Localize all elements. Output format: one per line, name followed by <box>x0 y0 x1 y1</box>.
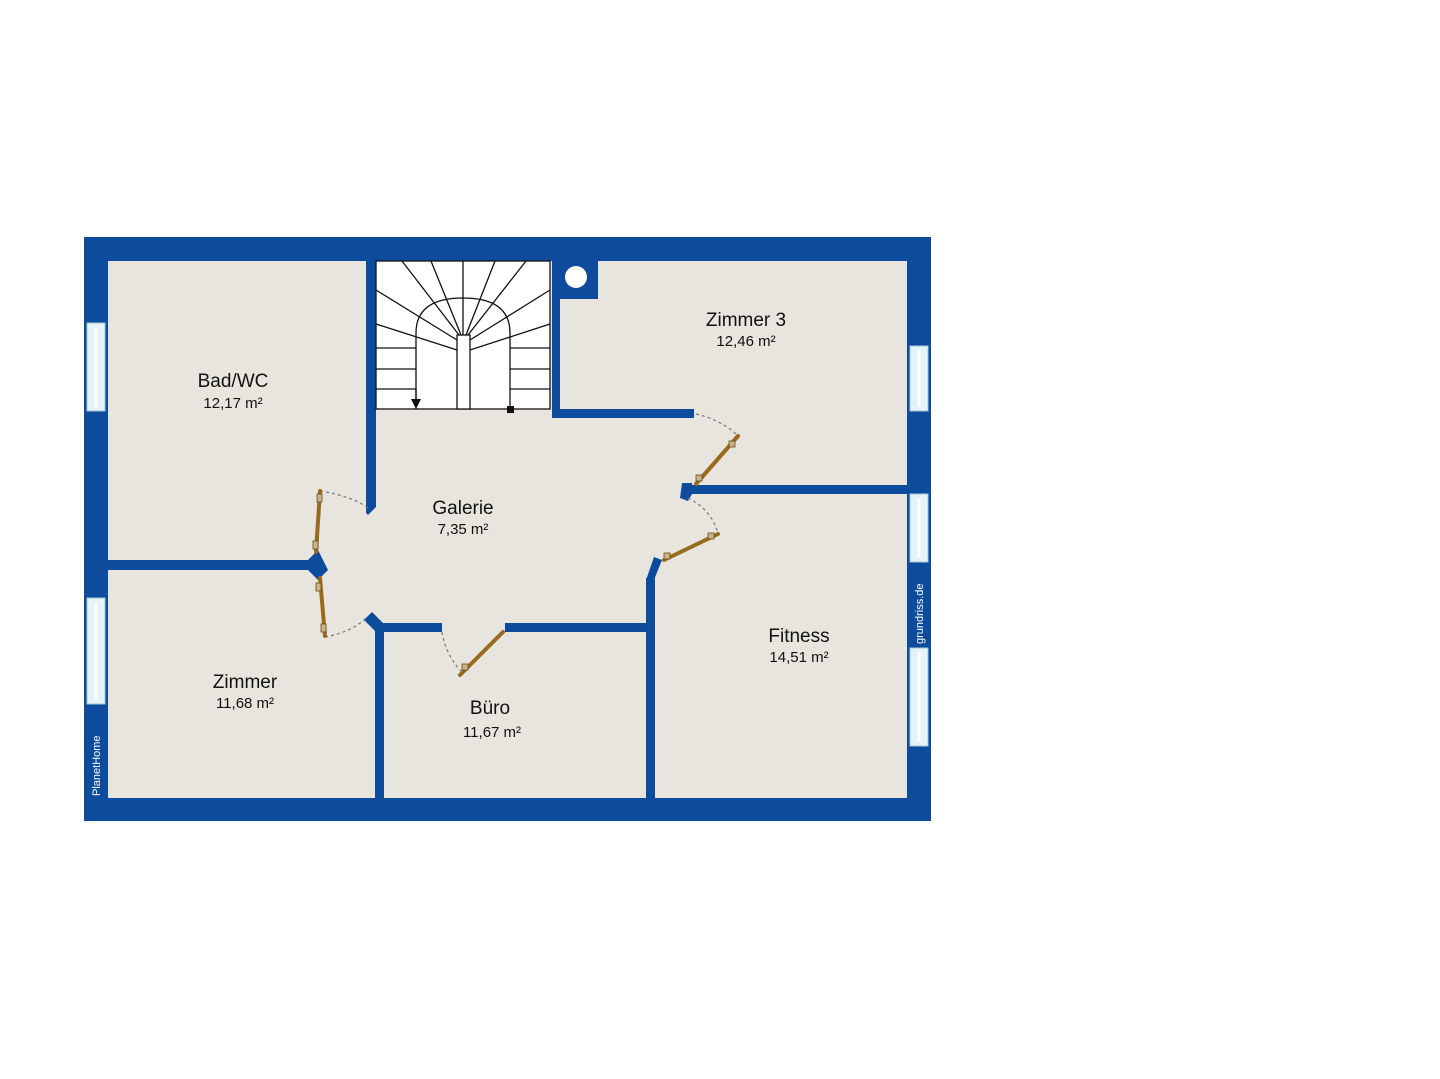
wall-junction-left <box>308 550 328 580</box>
credit-planethome: PlanetHome <box>91 735 103 796</box>
window-glass-lines <box>94 327 921 742</box>
room-area-bad: 12,17 m² <box>203 395 262 412</box>
room-name-galerie: Galerie <box>432 498 493 519</box>
stair-start-marker-icon <box>507 406 514 413</box>
wall-stair-right <box>552 299 560 413</box>
door-hinges <box>312 440 736 671</box>
room-name-zimmer3: Zimmer 3 <box>706 310 786 331</box>
room-area-fitness: 14,51 m² <box>769 649 828 666</box>
interior-walls <box>108 261 907 798</box>
wall-bad-galerie <box>366 261 376 507</box>
room-area-buero: 11,67 m² <box>463 724 521 741</box>
wall-zimmer3-fitness <box>690 485 907 494</box>
wall-galerie-fitness-diag <box>646 557 662 580</box>
wall-zimmer3-bottom <box>552 409 694 418</box>
wall-bad-zimmer <box>108 560 313 570</box>
wall-zimmer-buero <box>375 624 384 798</box>
room-area-zimmer3: 12,46 m² <box>716 333 775 350</box>
room-name-fitness: Fitness <box>768 626 829 647</box>
door-swings <box>319 413 739 673</box>
wall-stub-fitness <box>680 483 692 501</box>
staircase <box>375 260 551 410</box>
wall-galerie-buero-b <box>505 623 646 632</box>
credit-grundriss: grundriss.de <box>914 583 926 644</box>
wall-galerie-fitness <box>646 578 655 798</box>
wall-end-bad <box>366 505 376 515</box>
chimney-icon <box>565 266 587 288</box>
room-area-galerie: 7,35 m² <box>438 521 489 538</box>
stair-direction-arrow-icon <box>411 399 421 409</box>
room-area-zimmer: 11,68 m² <box>216 695 274 712</box>
room-name-bad: Bad/WC <box>198 371 269 392</box>
wall-galerie-buero-a <box>380 623 442 632</box>
room-name-buero: Büro <box>470 698 510 719</box>
room-name-zimmer: Zimmer <box>213 672 278 693</box>
